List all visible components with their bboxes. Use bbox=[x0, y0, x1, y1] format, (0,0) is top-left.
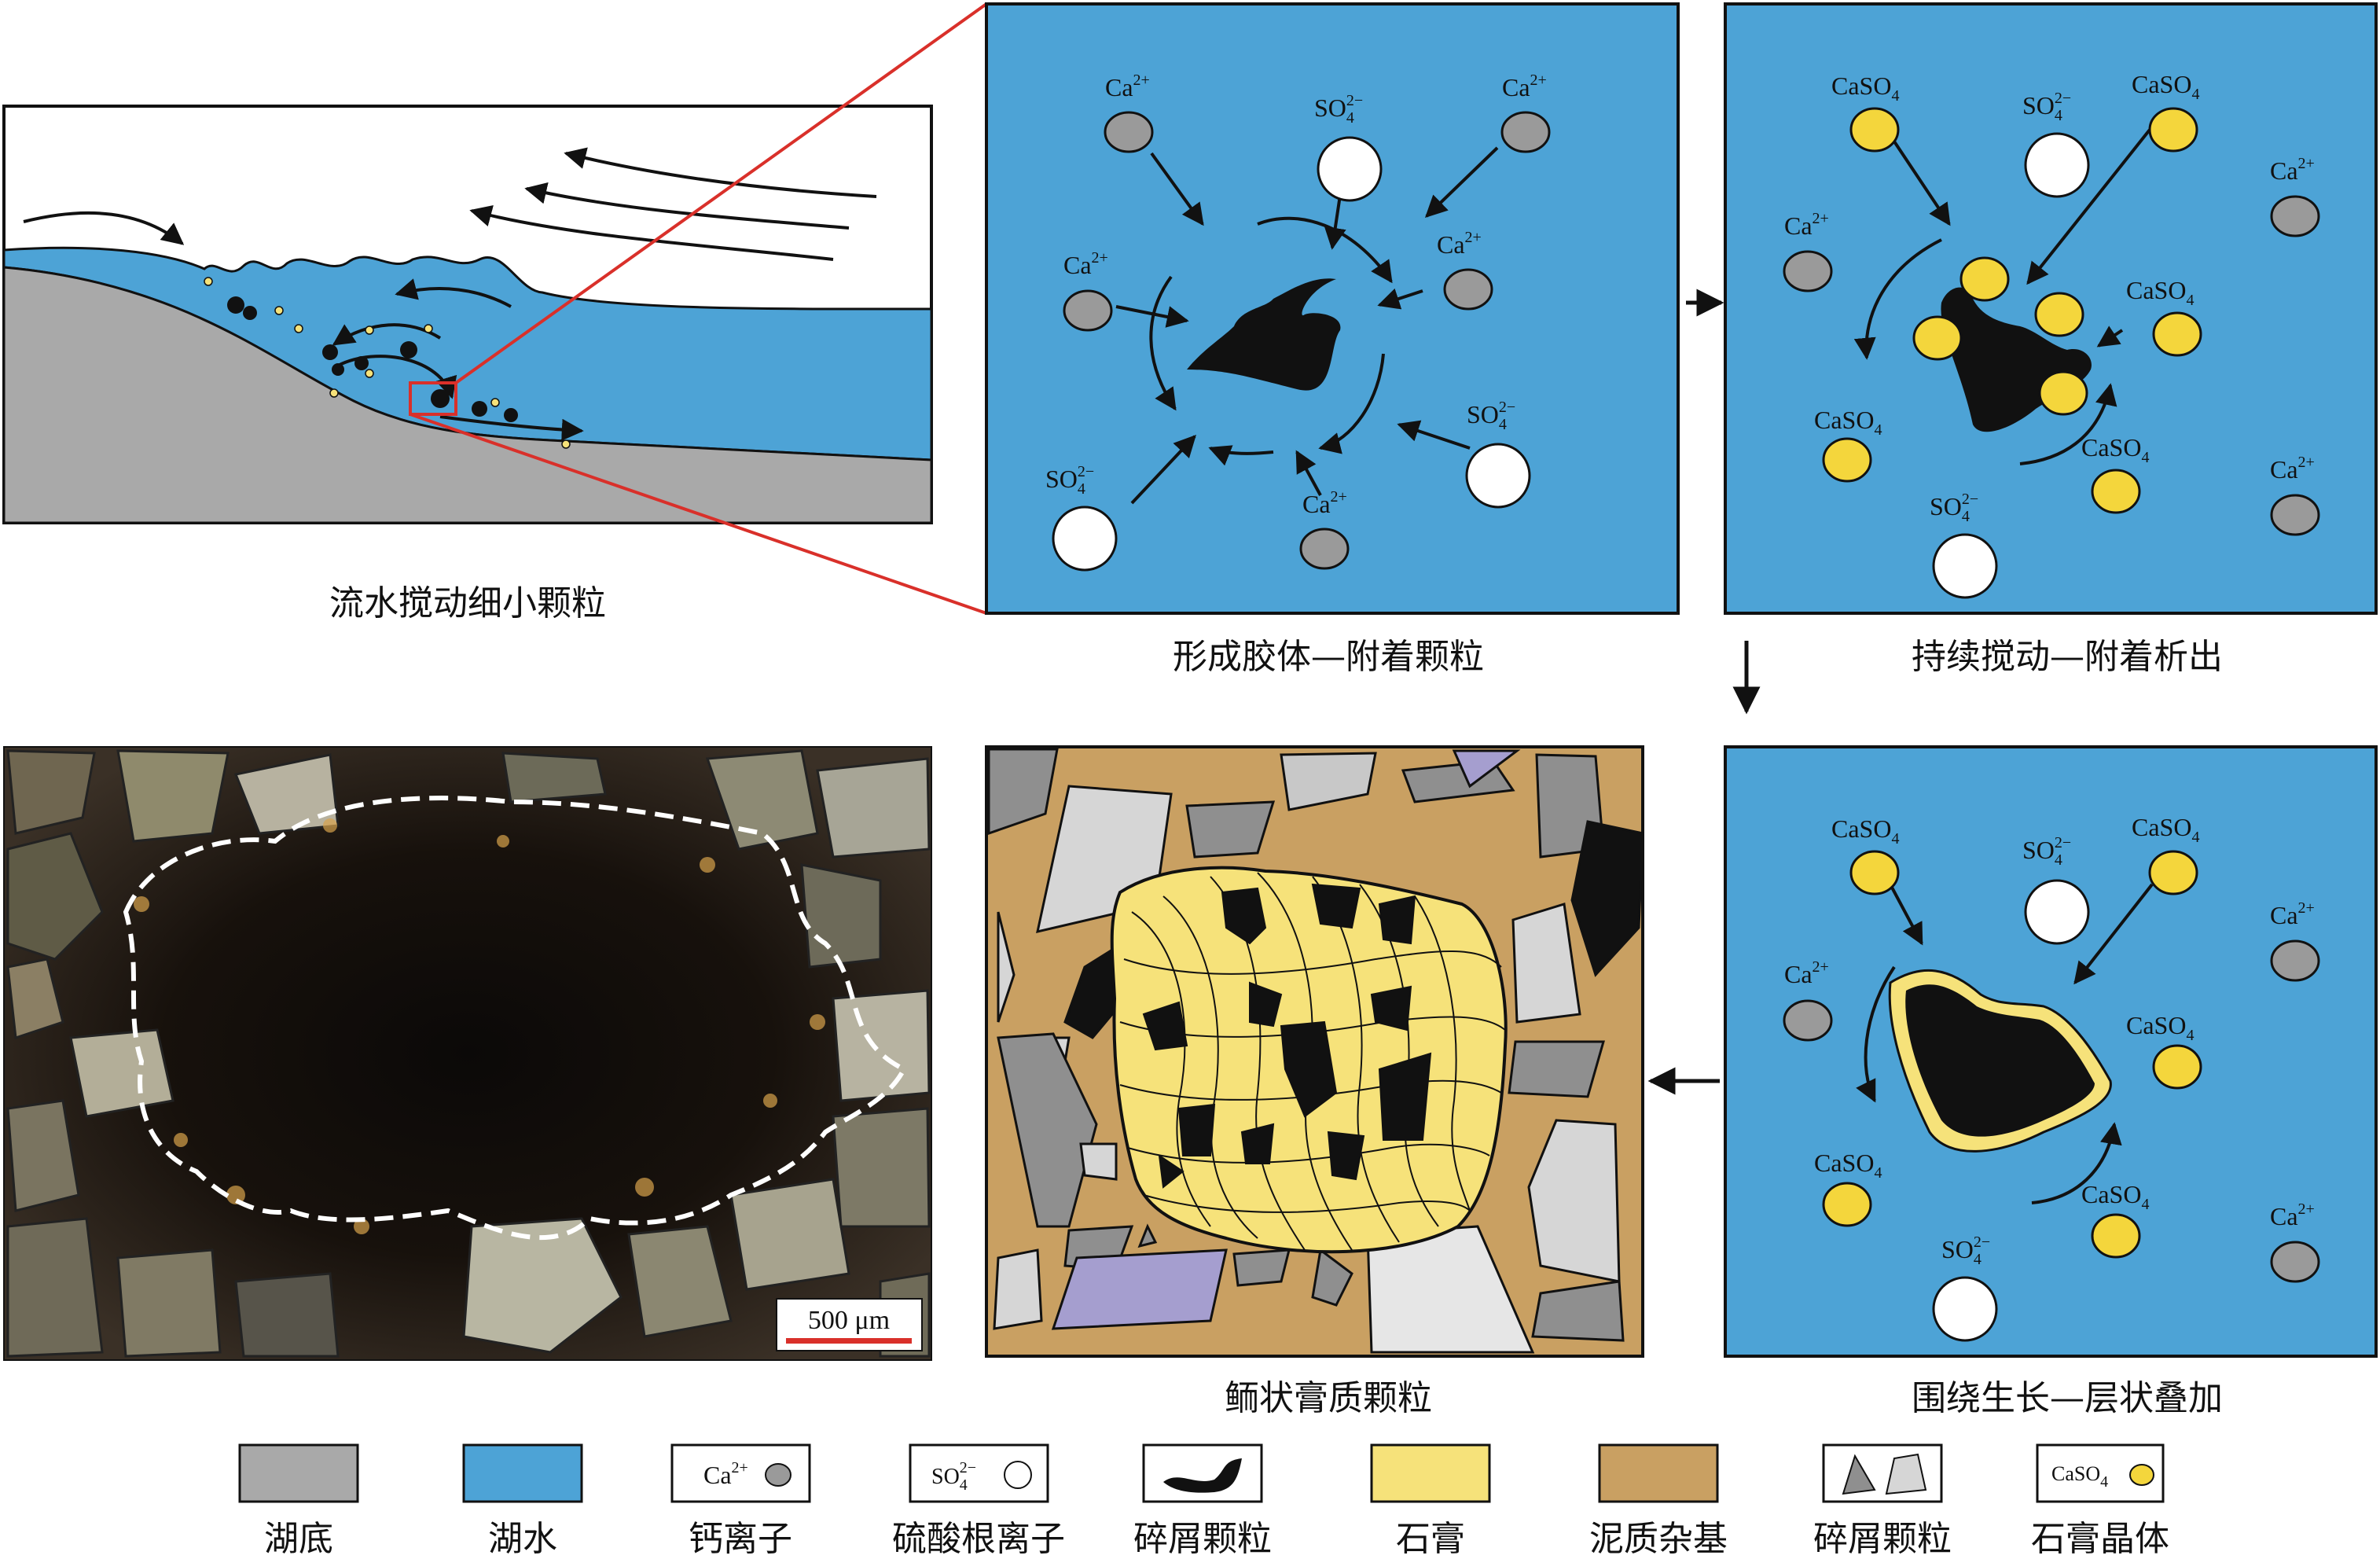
svg-text:CaSO4: CaSO4 bbox=[2081, 433, 2149, 466]
detrital-grain bbox=[1187, 278, 1341, 391]
caption-panel3: 持续搅动—附着析出 bbox=[1912, 637, 2223, 677]
legend-item-calcium-ion: Ca2+ 钙离子 bbox=[670, 1443, 811, 1559]
svg-text:Ca2+: Ca2+ bbox=[1437, 229, 1482, 259]
svg-text:CaSO4: CaSO4 bbox=[2132, 813, 2199, 846]
svg-text:Ca2+: Ca2+ bbox=[2270, 155, 2315, 185]
legend: 湖底 湖水 Ca2+ 钙离子 SO42− 硫酸根离子 碎屑颗粒 bbox=[238, 1443, 2169, 1559]
svg-text:Ca2+: Ca2+ bbox=[1302, 488, 1347, 518]
svg-text:SO42−: SO42− bbox=[1941, 1234, 1990, 1268]
zoom-line-bottom bbox=[410, 413, 987, 615]
svg-text:CaSO4: CaSO4 bbox=[1831, 814, 1899, 848]
svg-text:SO42−: SO42− bbox=[1314, 92, 1363, 127]
legend-item-lake-bottom: 湖底 bbox=[238, 1443, 359, 1559]
caption-panel5: 鲕状膏质颗粒 bbox=[1225, 1378, 1432, 1418]
svg-text:CaSO4: CaSO4 bbox=[2051, 1462, 2108, 1491]
zoom-box bbox=[409, 381, 457, 416]
svg-text:Ca2+: Ca2+ bbox=[1784, 958, 1829, 988]
caption-panel4: 围绕生长—层状叠加 bbox=[1912, 1378, 2223, 1418]
svg-text:SO42−: SO42− bbox=[1045, 463, 1094, 498]
svg-text:SO42−: SO42− bbox=[931, 1459, 976, 1494]
micrograph: 500 μm bbox=[3, 746, 932, 1361]
ooid-outline bbox=[123, 796, 908, 1241]
svg-text:SO42−: SO42− bbox=[1467, 399, 1515, 433]
svg-text:钙离子: 钙离子 bbox=[689, 1519, 792, 1559]
svg-text:Ca2+: Ca2+ bbox=[1784, 210, 1829, 240]
panel-lake-section: 流水搅动细小颗粒 bbox=[2, 105, 933, 623]
lake-bottom bbox=[2, 266, 933, 524]
svg-text:硫酸根离子: 硫酸根离子 bbox=[892, 1519, 1065, 1559]
svg-text:CaSO4: CaSO4 bbox=[2126, 276, 2194, 309]
svg-text:Ca2+: Ca2+ bbox=[1502, 72, 1547, 101]
svg-text:SO42−: SO42− bbox=[2022, 90, 2071, 124]
panel-layered-growth: CaSO4 CaSO4 CaSO4 CaSO4 CaSO4 Ca2+ Ca2+ … bbox=[1724, 745, 2378, 1418]
scale-bar-line bbox=[786, 1338, 912, 1344]
caption-panel1: 流水搅动细小颗粒 bbox=[329, 583, 606, 623]
legend-item-detrital-grain: 碎屑颗粒 bbox=[1133, 1443, 1272, 1559]
legend-item-gypsum: 石膏 bbox=[1370, 1443, 1491, 1559]
svg-text:碎屑颗粒: 碎屑颗粒 bbox=[1813, 1519, 1952, 1559]
legend-item-sulfate-ion: SO42− 硫酸根离子 bbox=[892, 1443, 1065, 1559]
svg-text:Ca2+: Ca2+ bbox=[1063, 249, 1108, 279]
svg-text:Ca2+: Ca2+ bbox=[2270, 899, 2315, 929]
svg-text:Ca2+: Ca2+ bbox=[2270, 1201, 2315, 1230]
panel-colloid-attach: Ca2+ Ca2+ Ca2+ Ca2+ Ca2+ SO42− SO42− SO4… bbox=[985, 2, 1680, 677]
svg-text:SO42−: SO42− bbox=[1930, 491, 1978, 525]
legend-item-gypsum-crystal: CaSO4 石膏晶体 bbox=[2031, 1443, 2169, 1559]
svg-text:湖底: 湖底 bbox=[264, 1519, 333, 1559]
svg-text:CaSO4: CaSO4 bbox=[1831, 72, 1899, 105]
svg-text:CaSO4: CaSO4 bbox=[2132, 70, 2199, 103]
svg-text:CaSO4: CaSO4 bbox=[1814, 406, 1882, 439]
svg-text:SO42−: SO42− bbox=[2022, 834, 2071, 869]
zoom-line-top bbox=[454, 2, 988, 384]
svg-text:CaSO4: CaSO4 bbox=[2081, 1180, 2149, 1213]
svg-text:CaSO4: CaSO4 bbox=[1814, 1149, 1882, 1182]
legend-item-lake-water: 湖水 bbox=[462, 1443, 583, 1559]
svg-text:Ca2+: Ca2+ bbox=[1105, 72, 1150, 101]
svg-text:泥质杂基: 泥质杂基 bbox=[1589, 1519, 1728, 1559]
panel-oolitic-grain: 鲕状膏质颗粒 bbox=[985, 745, 1644, 1418]
legend-item-mud-matrix: 泥质杂基 bbox=[1589, 1443, 1728, 1559]
legend-item-detrital-clasts: 碎屑颗粒 bbox=[1813, 1443, 1952, 1559]
svg-text:石膏晶体: 石膏晶体 bbox=[2031, 1519, 2169, 1559]
svg-text:碎屑颗粒: 碎屑颗粒 bbox=[1133, 1519, 1272, 1559]
svg-text:Ca2+: Ca2+ bbox=[703, 1459, 748, 1489]
svg-text:湖水: 湖水 bbox=[488, 1519, 557, 1559]
caption-panel2: 形成胶体—附着颗粒 bbox=[1173, 637, 1484, 677]
svg-text:CaSO4: CaSO4 bbox=[2126, 1011, 2194, 1044]
panel-precipitation: CaSO4 CaSO4 CaSO4 CaSO4 CaSO4 Ca2+ Ca2+ … bbox=[1724, 2, 2378, 677]
svg-text:Ca2+: Ca2+ bbox=[2270, 454, 2315, 484]
svg-text:石膏: 石膏 bbox=[1396, 1519, 1465, 1559]
scale-bar-label: 500 μm bbox=[808, 1306, 890, 1335]
